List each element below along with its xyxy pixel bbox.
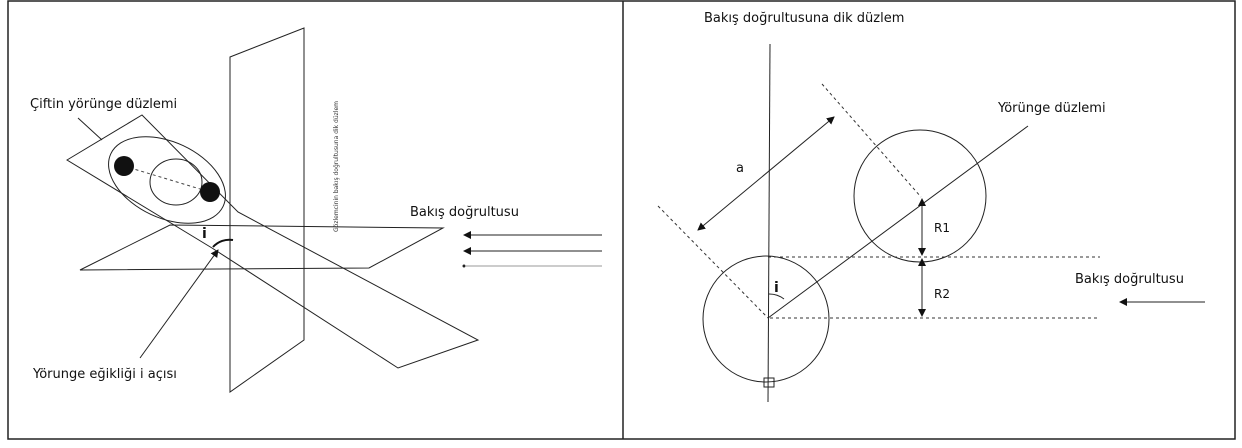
perp-line-upper (821, 83, 922, 198)
star-1 (114, 156, 134, 176)
horizontal-plane (79, 224, 445, 271)
sky-plane-tiny-label: Gözlemcinin bakış doğrultusuna dik düzle… (333, 101, 340, 232)
inner-orbit-ellipse (149, 158, 203, 206)
sky-plane-label: Bakış doğrultusuna dik düzlem (704, 11, 904, 26)
r2-label: R2 (934, 287, 950, 301)
right-angle-marker (763, 377, 775, 388)
outer-border (7, 0, 1236, 440)
sky-plane (229, 27, 305, 393)
primary-star (702, 255, 830, 383)
perp-line-lower (657, 205, 769, 319)
stars-connector (123, 165, 211, 193)
orbit-plane-pointer (77, 117, 103, 141)
binary-orbit-plane-label: Çiftin yörünge düzlemi (30, 97, 177, 112)
right-panel: Bakış doğrultusuna dik düzlem Yörünge dü… (657, 11, 1205, 403)
inclination-pointer-arrow (139, 249, 219, 359)
orbit-plane (66, 114, 480, 369)
outer-orbit-ellipse (108, 136, 226, 224)
inclination-arc-right (768, 293, 785, 300)
inclination-angle-label: Yörunge eğikliği i açısı (32, 367, 177, 382)
r1-label: R1 (934, 221, 950, 235)
line-of-sight-label-right: Bakış doğrultusu (1075, 272, 1184, 287)
orbit-plane-line (767, 125, 1029, 319)
inclination-symbol-left: i (202, 226, 207, 242)
left-panel: Çiftin yörünge düzlemi Gözlemcinin bakış… (30, 27, 602, 393)
star-2 (200, 182, 220, 202)
sight-arrow-3-head (462, 264, 466, 268)
secondary-star (853, 129, 987, 263)
separation-arrow (697, 116, 835, 231)
orbit-plane-label: Yörünge düzlemi (997, 101, 1106, 116)
separation-label: a (736, 161, 744, 176)
line-of-sight-label-left: Bakış doğrultusu (410, 205, 519, 220)
sky-plane-line (767, 43, 771, 403)
inclination-arc-left (212, 238, 234, 248)
inclination-symbol-right: i (774, 280, 779, 296)
